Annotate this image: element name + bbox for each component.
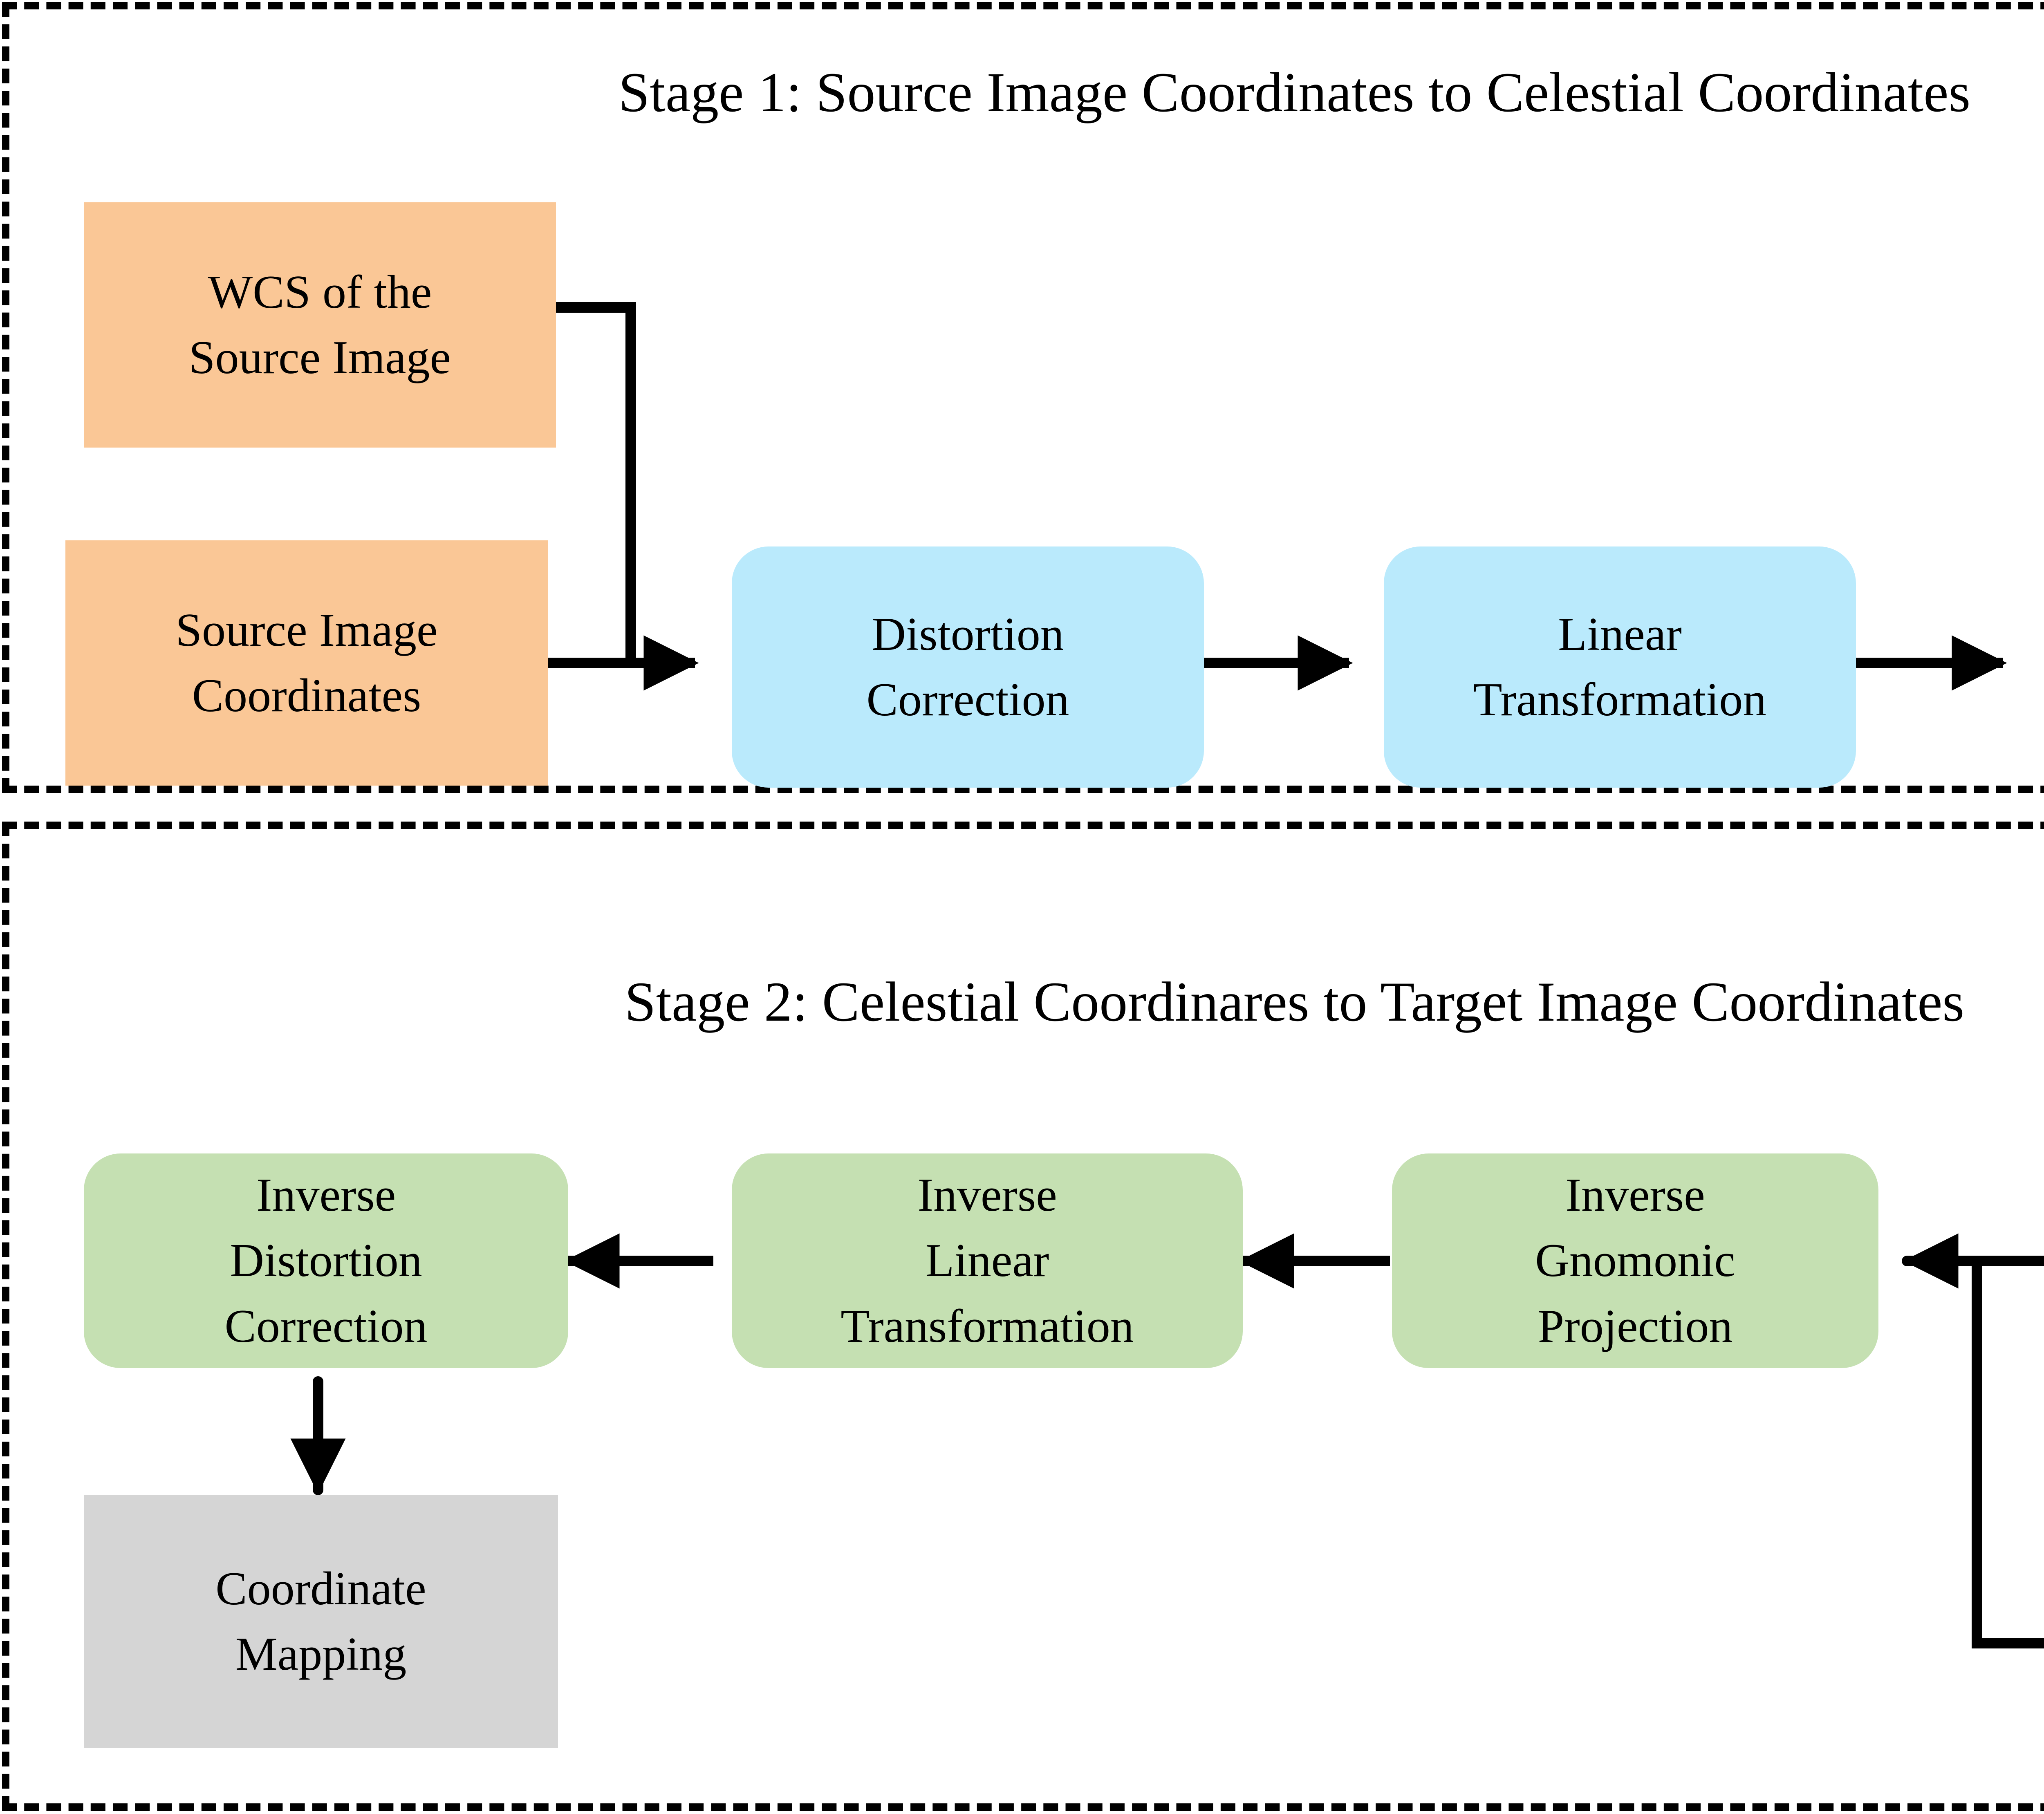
node-inverse-gnomonic-projection-line2: Gnomonic <box>1535 1234 1735 1287</box>
node-source-coordinates[interactable]: Source Image Coordinates <box>65 540 548 786</box>
node-inverse-distortion-correction-line3: Correction <box>224 1300 428 1353</box>
node-wcs-source[interactable]: WCS of the Source Image <box>84 202 556 448</box>
node-source-coordinates-line1: Source Image <box>175 604 438 656</box>
stage-2-title: Stage 2: Celestial Coordinares to Target… <box>624 970 1965 1033</box>
node-coordinate-mapping-line2: Mapping <box>235 1628 407 1680</box>
node-linear-transformation-line2: Transformation <box>1473 674 1767 726</box>
node-linear-transformation[interactable]: Linear Transformation <box>1384 546 1856 788</box>
node-inverse-distortion-correction-line2: Distortion <box>230 1234 422 1287</box>
node-inverse-gnomonic-projection-line1: Inverse <box>1565 1169 1705 1222</box>
stage-1-title: Stage 1: Source Image Coordinates to Cel… <box>618 61 1971 123</box>
node-inverse-gnomonic-projection[interactable]: Inverse Gnomonic Projection <box>1392 1153 1878 1368</box>
node-inverse-linear-transformation-line2: Linear <box>925 1234 1049 1287</box>
node-inverse-linear-transformation[interactable]: Inverse Linear Transformation <box>732 1153 1243 1368</box>
node-coordinate-mapping-line1: Coordinate <box>215 1562 426 1615</box>
node-linear-transformation-line1: Linear <box>1558 608 1682 661</box>
node-inverse-distortion-correction[interactable]: Inverse Distortion Correction <box>84 1153 568 1368</box>
node-distortion-correction[interactable]: Distortion Correction <box>732 546 1204 788</box>
node-inverse-linear-transformation-line1: Inverse <box>917 1169 1057 1222</box>
node-inverse-gnomonic-projection-line3: Projection <box>1537 1300 1733 1353</box>
node-wcs-source-line2: Source Image <box>189 331 451 384</box>
stage-2-frame <box>2 822 2044 1811</box>
node-inverse-linear-transformation-line3: Transformation <box>840 1300 1134 1353</box>
node-distortion-correction-line2: Correction <box>866 674 1069 726</box>
node-distortion-correction-line1: Distortion <box>872 608 1064 661</box>
node-source-coordinates-line2: Coordinates <box>192 670 421 722</box>
node-inverse-distortion-correction-line1: Inverse <box>256 1169 396 1222</box>
node-coordinate-mapping[interactable]: Coordinate Mapping <box>84 1495 558 1748</box>
node-wcs-source-line1: WCS of the <box>208 266 432 318</box>
